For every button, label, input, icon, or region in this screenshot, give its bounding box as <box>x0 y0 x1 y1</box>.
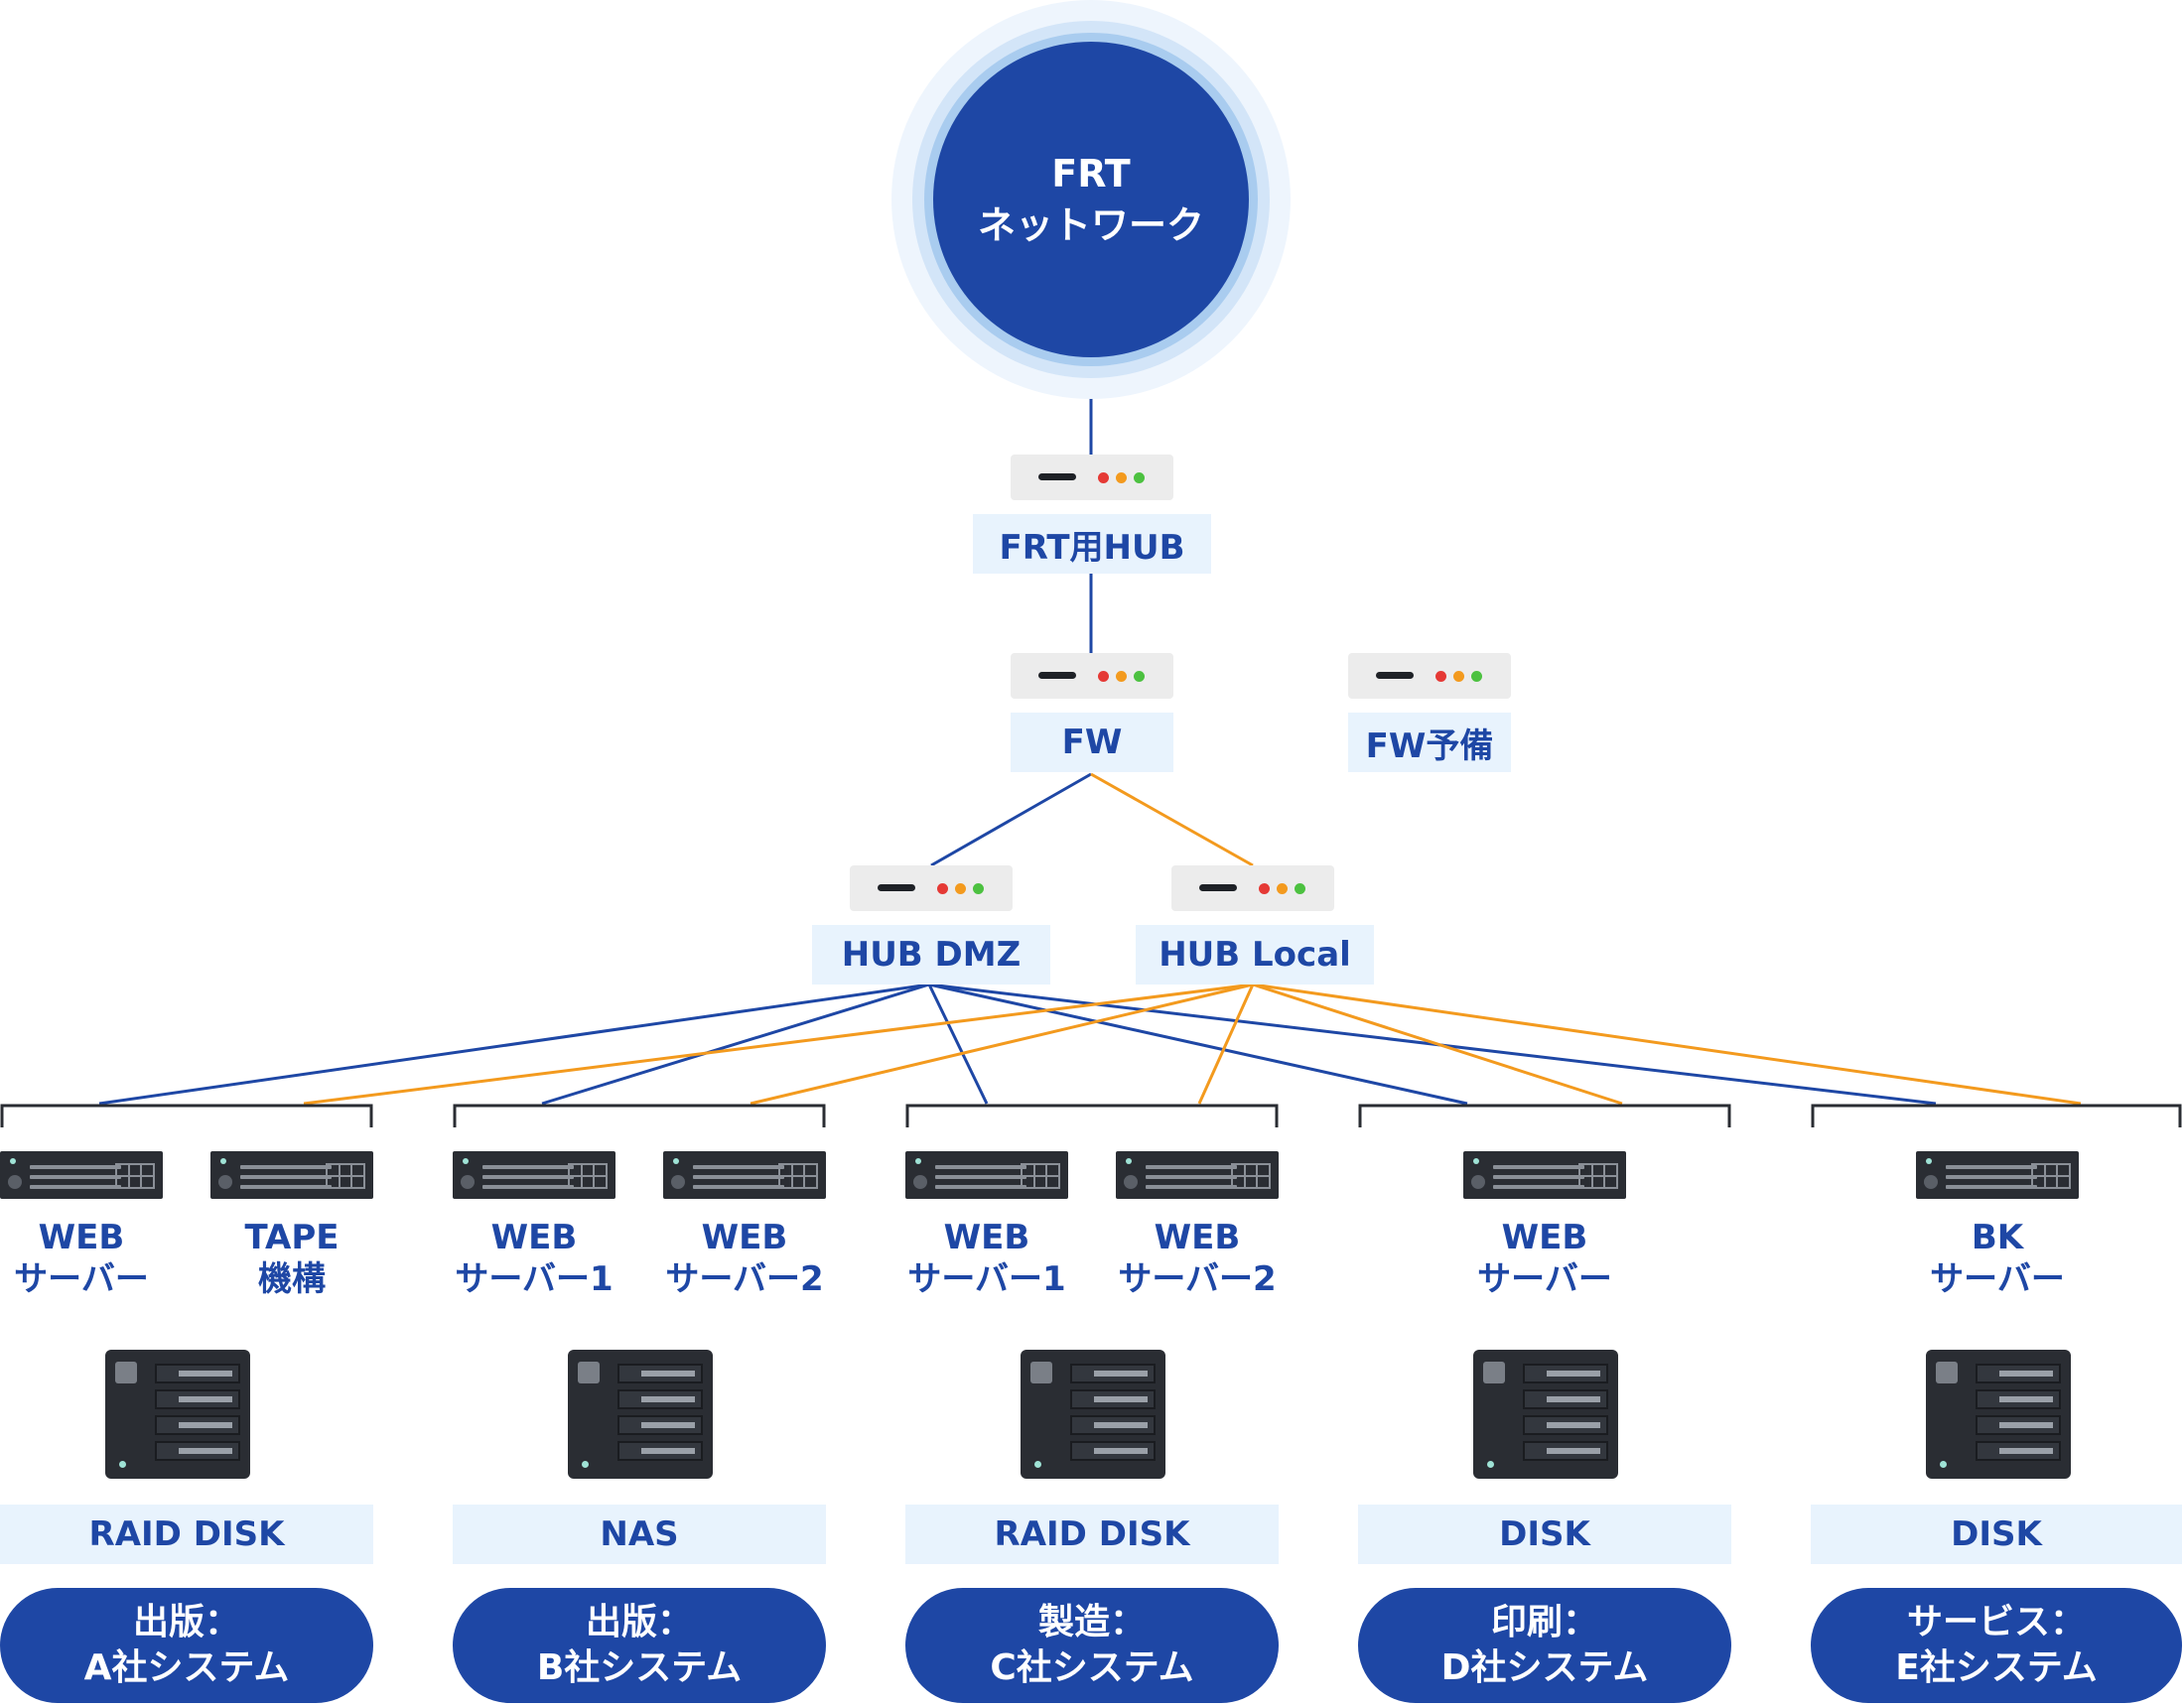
server-icon <box>453 1151 615 1199</box>
frt-hub-label: FRT用HUB <box>973 514 1211 574</box>
system-badge: 印刷：D社システム <box>1358 1588 1731 1703</box>
frt-network-node: FRT ネットワーク <box>933 42 1249 357</box>
storage-icon <box>1473 1350 1618 1479</box>
system-badge: 製造：C社システム <box>905 1588 1279 1703</box>
server-icon <box>1116 1151 1279 1199</box>
hub-dmz-device-icon <box>850 865 1013 911</box>
hub-dmz-label: HUB DMZ <box>812 925 1050 985</box>
group-bracket-b <box>453 1104 826 1127</box>
link-local-group-d <box>1252 983 1623 1106</box>
group-bracket-d <box>1358 1104 1731 1127</box>
server-icon <box>0 1151 163 1199</box>
storage-icon <box>1926 1350 2071 1479</box>
link-fw-hub-local <box>1090 772 1254 867</box>
link-dmz-group-c <box>927 984 989 1105</box>
fw-spare-device-icon <box>1348 653 1511 699</box>
group-bracket-a <box>0 1104 373 1127</box>
system-badge: 出版：B社システム <box>453 1588 826 1703</box>
fw-device-icon <box>1011 653 1173 699</box>
hub-local-label: HUB Local <box>1136 925 1374 985</box>
storage-icon <box>1021 1350 1165 1479</box>
fw-label: FW <box>1011 713 1173 772</box>
storage-label: DISK <box>1358 1505 1731 1564</box>
storage-label: RAID DISK <box>905 1505 1279 1564</box>
frt-hub-device-icon <box>1011 455 1173 500</box>
server-icon <box>905 1151 1068 1199</box>
link-local-group-e <box>1252 983 2082 1106</box>
storage-label: NAS <box>453 1505 826 1564</box>
server-icon <box>1463 1151 1626 1199</box>
link-dmz-group-d <box>928 983 1468 1106</box>
link-local-group-c <box>1197 984 1255 1105</box>
storage-icon <box>568 1350 713 1479</box>
storage-label: RAID DISK <box>0 1505 373 1564</box>
group-bracket-e <box>1811 1104 2182 1127</box>
group-bracket-c <box>905 1104 1279 1127</box>
tape-drive-icon <box>210 1151 373 1199</box>
link-dmz-group-a <box>98 983 930 1106</box>
link-fw-hub-dmz <box>930 772 1092 867</box>
system-badge: サービス：E社システム <box>1811 1588 2182 1703</box>
fw-spare-label: FW予備 <box>1348 713 1511 772</box>
storage-icon <box>105 1350 250 1479</box>
system-badge: 出版：A社システム <box>0 1588 373 1703</box>
link-dmz-group-e <box>928 983 1937 1106</box>
server-icon <box>663 1151 826 1199</box>
storage-label: DISK <box>1811 1505 2182 1564</box>
link-local-group-b <box>750 983 1254 1106</box>
link-local-group-a <box>303 983 1254 1106</box>
hub-local-device-icon <box>1171 865 1334 911</box>
server-icon <box>1916 1151 2079 1199</box>
network-subtitle: ネットワーク <box>977 203 1204 247</box>
network-title: FRT <box>1051 152 1131 196</box>
link-dmz-group-b <box>541 983 930 1106</box>
